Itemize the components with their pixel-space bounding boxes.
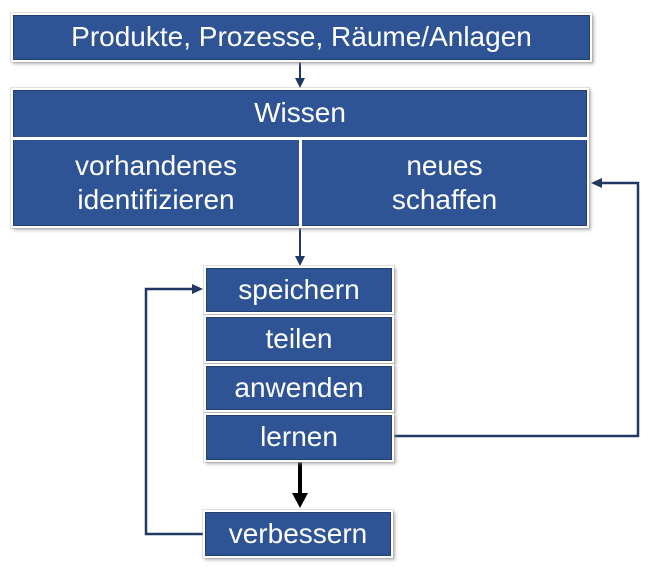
process-step-store-box: speichern: [204, 266, 394, 314]
wissen-cell-identify-existing: vorhandenes identifizieren: [13, 140, 302, 226]
wissen-title: Wissen: [13, 90, 587, 140]
process-step-learn-box: lernen: [204, 413, 394, 462]
process-step-label: lernen: [260, 421, 338, 453]
process-step-apply-box: anwenden: [204, 364, 394, 412]
feedback-loop-improve-to-store-icon: [144, 284, 203, 536]
process-step-share-box: teilen: [204, 315, 394, 363]
node-wissen-box: Wissen vorhandenes identifizieren neues …: [11, 88, 589, 228]
process-step-label: anwenden: [234, 371, 364, 403]
wissen-cell-identify-line1: vorhandenes: [75, 150, 237, 181]
process-step-label: teilen: [265, 322, 333, 354]
arrow-steps-to-improve-icon: [292, 462, 308, 508]
wissen-cell-create-line1: neues: [406, 150, 483, 181]
node-source-label: Produkte, Prozesse, Räume/Anlagen: [71, 21, 532, 53]
wissen-cells: vorhandenes identifizieren neues schaffe…: [13, 140, 587, 226]
wissen-cell-create-line2: schaffen: [391, 184, 498, 215]
arrow-wissen-to-steps-icon: [295, 228, 305, 266]
node-source-box: Produkte, Prozesse, Räume/Anlagen: [11, 13, 592, 62]
arrow-source-to-wissen-icon: [295, 62, 305, 88]
node-improve-box: verbessern: [203, 510, 393, 558]
wissen-cell-create-new: neues schaffen: [302, 140, 587, 226]
process-step-label: speichern: [238, 273, 360, 305]
wissen-cell-identify-line2: identifizieren: [77, 184, 235, 215]
node-improve-label: verbessern: [228, 517, 368, 549]
